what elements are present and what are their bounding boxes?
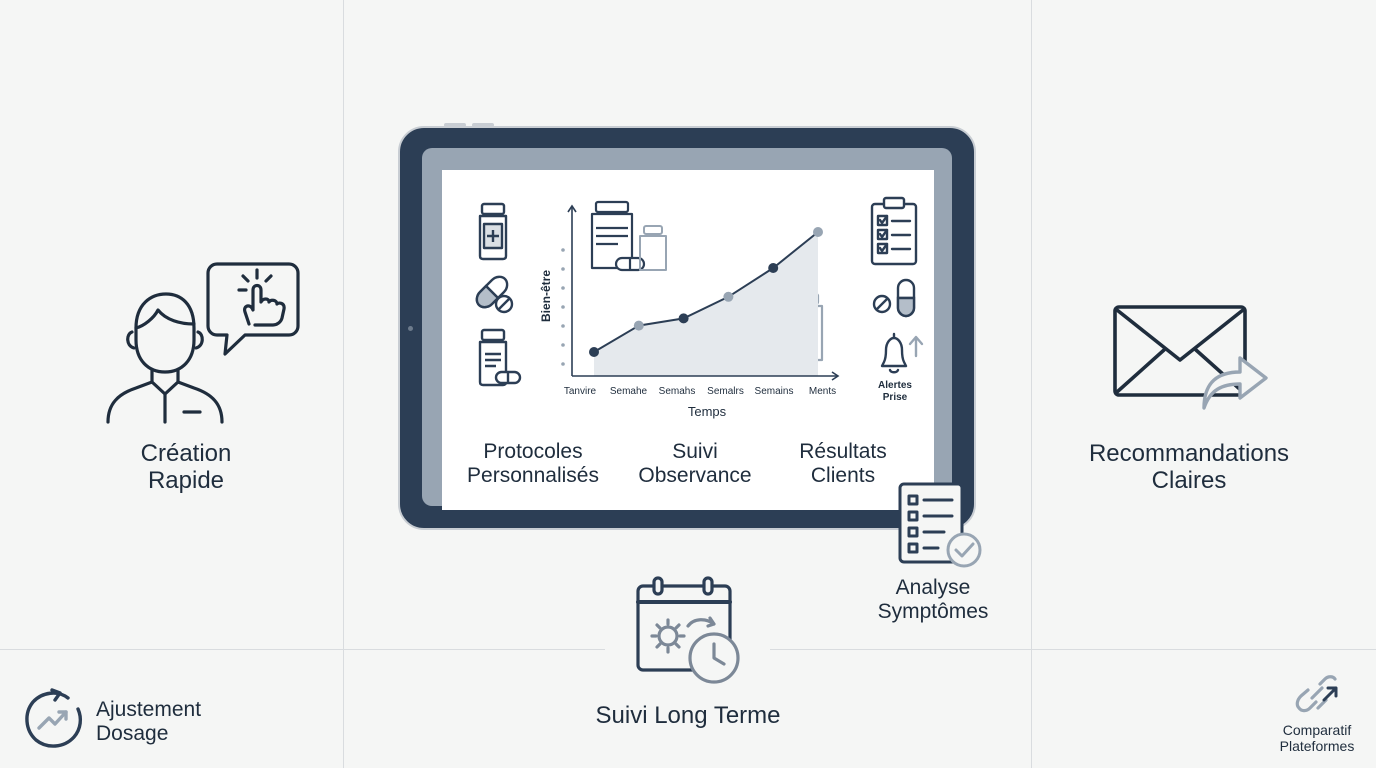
- chart-area-fill: [594, 232, 818, 376]
- chart-y-tick: [561, 305, 565, 309]
- chart-y-arrow: [567, 204, 577, 213]
- bottle-icon: [478, 202, 508, 261]
- wellbeing-chart: Tanvire Semahe Semahs Semalrs Semains Ments B…: [539, 200, 840, 419]
- tablet-screen: Tanvire Semahe Semahs Semalrs Semains Ments B…: [442, 170, 934, 510]
- chart-y-tick: [561, 267, 565, 271]
- chart-point: [813, 227, 823, 237]
- divider-bottom-right: [770, 649, 1376, 650]
- divider-left: [343, 0, 344, 768]
- chart-point: [768, 263, 779, 273]
- screen-label-protocoles: Protocoles Personnalisés: [467, 440, 599, 487]
- bell-icon: [880, 332, 924, 374]
- feature-label-suivi-long-terme: Suivi Long Terme: [595, 702, 781, 729]
- tablet-button: [444, 123, 466, 127]
- chart-series-line: [593, 231, 819, 353]
- chart-point: [678, 313, 689, 324]
- circular-trend-icon: [25, 688, 83, 748]
- user-icon: [106, 292, 224, 424]
- chart-x-tick-label: Ments: [809, 386, 836, 397]
- feature-label-analyse: Analyse Symptômes: [877, 576, 989, 623]
- bottle-icon: [478, 328, 522, 387]
- feature-label-recommandations: Recommandations Claires: [1088, 440, 1290, 494]
- bottle-icon: [639, 225, 667, 271]
- divider-bottom-left: [0, 649, 605, 650]
- chart-point: [723, 291, 734, 302]
- feature-label-ajustement: Ajustement Dosage: [96, 698, 202, 745]
- chart-y-tick: [561, 343, 565, 347]
- screen-label-observance: Suivi Observance: [638, 440, 752, 487]
- link-icon: [1295, 675, 1338, 713]
- pill-icon: [475, 275, 514, 314]
- chart-x-tick-label: Semahs: [659, 386, 696, 397]
- chart-x-tick-label: Semahe: [610, 386, 648, 397]
- divider-right: [1031, 0, 1032, 768]
- chart-x-tick-label: Tanvire: [564, 386, 597, 397]
- tablet-camera: [408, 326, 413, 331]
- calendar-gear-clock-icon: [636, 576, 740, 684]
- chart-point: [589, 347, 599, 357]
- chart-x-tick-label: Semains: [755, 386, 794, 397]
- bottle-icon: [590, 200, 646, 272]
- alert-label: Alertes Prise: [878, 380, 912, 403]
- chart-ylabel: Bien-être: [539, 270, 553, 322]
- chart-point: [633, 320, 644, 331]
- chart-x-arrow: [831, 371, 840, 381]
- chart-x-tick-label: Semalrs: [707, 386, 744, 397]
- chart-y-tick: [561, 324, 565, 328]
- chart-y-tick: [561, 248, 565, 252]
- checklist-check-icon: [898, 482, 982, 568]
- feature-label-comparatif: Comparatif Plateformes: [1279, 722, 1355, 754]
- tablet-device: Tanvire Semahe Semahs Semalrs Semains Ments B…: [398, 123, 976, 530]
- chart-xlabel: Temps: [688, 404, 727, 419]
- screen-label-resultats: Résultats Clients: [799, 440, 887, 487]
- feature-label-creation: Création Rapide: [140, 440, 232, 494]
- clipboard-icon: [870, 196, 918, 266]
- share-arrow-icon: [1202, 356, 1268, 410]
- chart-y-tick: [561, 286, 565, 290]
- pill-icon: [872, 278, 916, 318]
- tablet-button: [472, 123, 494, 127]
- click-bubble-icon: [206, 262, 300, 356]
- chart-y-tick: [561, 362, 565, 366]
